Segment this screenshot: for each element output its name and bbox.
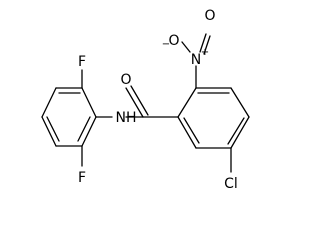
charge-plus: + [201,47,209,58]
ring-bond [230,116,250,149]
ring-bond [81,116,97,147]
atom-label-chlorine: Cl [224,176,238,192]
atom-label-fluorine-bottom: F [78,170,86,186]
nitro-single-bond [181,41,191,53]
ring-bond [41,116,57,147]
charge-minus: − [162,39,170,50]
ring-double-bond [77,116,91,142]
molecule-drawing: O NH N + O − O F F Cl [41,8,250,192]
difluorophenyl-ring [41,87,97,147]
nitro-double-bond [203,35,211,55]
atom-label-nitro-nitrogen: N [191,52,201,68]
ring-bond [81,87,97,118]
atom-label-amide-nh: NH [116,110,137,126]
atom-label-nitro-oxygen: O [204,8,215,24]
structure-diagram: O NH N + O − O F F Cl [41,8,250,192]
ring-bond [41,87,57,118]
benzoyl-ring [177,87,250,149]
nitro-double-bond [199,33,207,53]
carbonyl-double-bond [130,85,149,116]
ring-bond [230,87,250,118]
ring-bond [177,116,197,149]
atom-label-fluorine-top: F [78,54,86,70]
ring-double-bond [46,116,60,142]
ring-double-bond [227,117,245,145]
amide-linkage [95,85,179,118]
atom-label-nitro-oxygen-minus: O [168,33,179,49]
atom-label-carbonyl-oxygen: O [120,72,131,88]
carbonyl-double-bond [125,87,144,118]
ring-double-bond [183,117,200,144]
ring-bond [177,87,197,118]
